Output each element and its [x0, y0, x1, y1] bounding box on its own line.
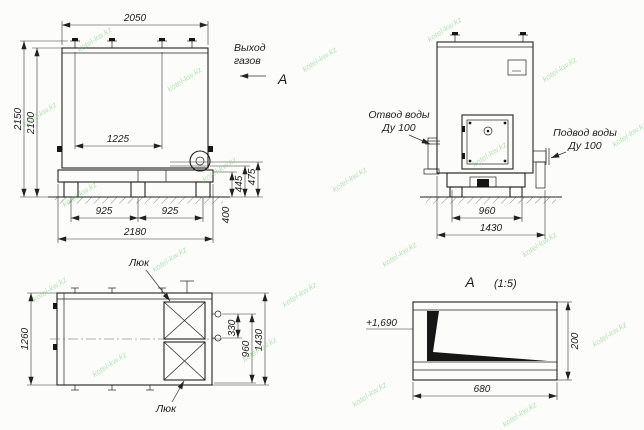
- dim-2180: 2180: [123, 227, 147, 238]
- lifting-lug-right: [208, 146, 213, 152]
- door-hinge-bottom: [462, 153, 465, 159]
- side-dimensions: 960 1430: [436, 176, 546, 239]
- plan-dimensions: 1260 330 960 1430: [20, 292, 269, 386]
- dim-2100: 2100: [26, 111, 37, 135]
- gas-outlet-label-line2: газов: [234, 55, 261, 67]
- base-frame-front: [57, 169, 214, 198]
- lifting-lug-left: [57, 146, 62, 152]
- top-fittings-front: [70, 38, 197, 48]
- hatch-label-bottom: Люк: [155, 403, 177, 415]
- plan-fittings: [53, 280, 222, 391]
- top-fittings-side: [450, 32, 528, 42]
- ground-hatch-side: [426, 197, 556, 204]
- gas-outlet-label-line1: Выход: [234, 42, 266, 54]
- detail-title-letter: А: [464, 274, 474, 290]
- water-outlet-pipe: [423, 137, 440, 175]
- dim-1260: 1260: [20, 327, 31, 350]
- dim-1430-plan: 1430: [254, 328, 265, 351]
- burner-opening-inner: [195, 156, 205, 166]
- view-a-arrow-label: А: [277, 71, 287, 87]
- dim-680: 680: [474, 384, 491, 395]
- dim-475: 475: [247, 168, 258, 185]
- top-view: Люк Люк 1260 330 960 1430: [20, 257, 269, 415]
- side-callouts: Отвод воды Ду 100 Подвод воды Ду 100: [368, 109, 617, 159]
- dim-445: 445: [234, 175, 245, 192]
- base-frame-side: [446, 172, 526, 198]
- weld-detail-outline: [412, 301, 558, 381]
- pipe-stub-top: [214, 310, 222, 318]
- front-view: 2050 2150 2100 1225 925 925: [13, 13, 287, 243]
- dim-960-side: 960: [479, 206, 496, 217]
- hatch-label-top: Люк: [128, 257, 150, 269]
- dim-960-plan: 960: [241, 340, 252, 357]
- dim-400: 400: [221, 206, 232, 223]
- boiler-body-front: [61, 47, 209, 169]
- water-supply-pipe: [532, 148, 550, 189]
- pipe-stub-bottom: [214, 334, 222, 342]
- detail-a-view: А (1:5) +1,690 200 680: [366, 274, 581, 400]
- dim-1225: 1225: [107, 134, 130, 145]
- weld-profile: [427, 311, 548, 361]
- dim-925-left: 925: [96, 206, 113, 217]
- hatch-opening-2: [163, 341, 206, 381]
- dim-1430-side: 1430: [480, 223, 503, 234]
- elevation-label: +1,690: [366, 318, 397, 329]
- gas-outlet-callout: Выход газов А: [234, 42, 287, 87]
- control-box: [507, 59, 527, 76]
- door-hinge-top: [462, 126, 465, 132]
- dim-330: 330: [227, 319, 238, 336]
- dim-2050: 2050: [123, 13, 147, 24]
- water-outlet-label-line2: Ду 100: [381, 122, 415, 134]
- dim-200: 200: [570, 332, 581, 350]
- boiler-body-side: [436, 41, 534, 174]
- water-supply-label-line1: Подвод воды: [553, 127, 617, 139]
- water-supply-label-line2: Ду 100: [567, 140, 601, 152]
- dim-925-right: 925: [162, 206, 179, 217]
- ground-hatch-front: [55, 197, 223, 204]
- dim-2150: 2150: [13, 107, 24, 131]
- water-outlet-label-line1: Отвод воды: [368, 109, 430, 121]
- inspection-door: [461, 114, 514, 170]
- detail-title-scale: (1:5): [494, 278, 517, 290]
- front-dimensions: 2050 2150 2100 1225 925 925: [13, 13, 263, 243]
- side-view: Отвод воды Ду 100 Подвод воды Ду 100 960…: [368, 32, 617, 239]
- hatch-opening-1: [163, 301, 206, 340]
- burner-opening: [189, 150, 211, 172]
- door-handle: [483, 126, 493, 136]
- detail-dimensions: 200 680: [412, 301, 581, 400]
